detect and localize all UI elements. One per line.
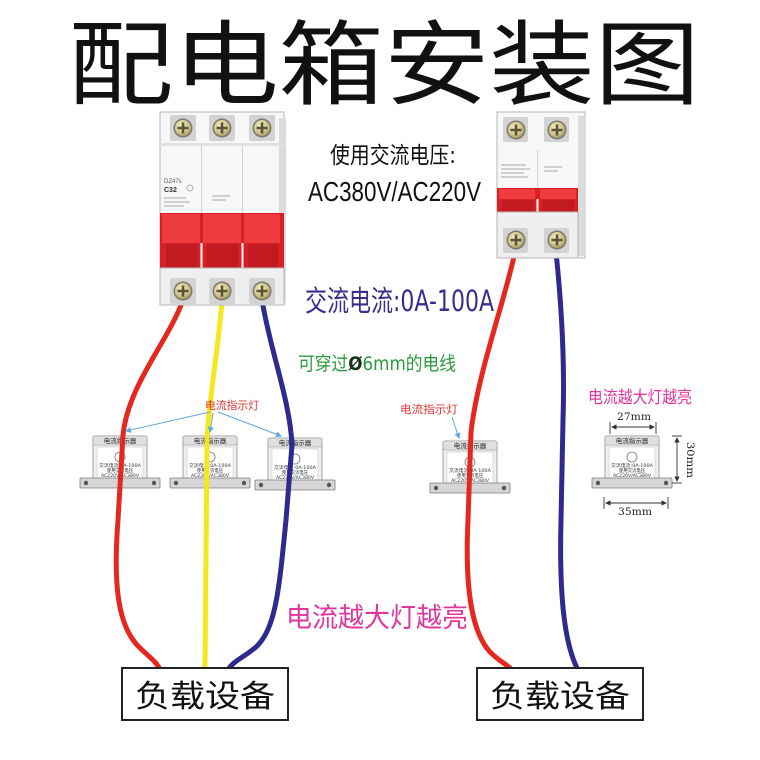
current-range: 交流电流:0A-100A (305, 284, 494, 318)
terminal-screw (173, 118, 193, 138)
certification-mark (186, 184, 194, 192)
breaker-3-pole: DZ47s C32 (159, 111, 286, 306)
indicator-callout-right: 电流指示灯 (400, 402, 461, 439)
dimension-annotations: 27mm 30mm 35mm (603, 412, 695, 518)
breaker-toggle (248, 244, 278, 267)
load-equipment-right: 负载设备 (476, 667, 644, 721)
indicator-base-plate (169, 477, 251, 489)
current-indicator-3: 电流指示器 交流电流:0A-100A 使用交流电压 AC220V/AC380V (254, 437, 336, 491)
indicator-voltage: AC220V/AC380V (613, 473, 652, 479)
indicator-name: 电流指示器 (279, 438, 312, 447)
indicator-range: 交流电流:0A-100A (189, 462, 232, 469)
voltage-label: 使用交流电压: (330, 143, 456, 169)
breaker-toggle (166, 244, 197, 267)
breaker-rating: C32 (164, 187, 177, 194)
callout-arrow (207, 412, 214, 433)
breaker-toggle (543, 200, 574, 211)
breaker-toggle (207, 244, 238, 267)
brightness-note-large: 电流越大灯越亮 (286, 603, 468, 634)
breaker-2-pole (496, 111, 586, 259)
indicator-name: 电流指示器 (616, 436, 649, 445)
indicator-range: 交流电流:0A-100A (274, 464, 317, 471)
indicator-voltage: AC220V/AC380V (191, 473, 230, 479)
terminal-screw (547, 230, 567, 250)
terminal-screw (252, 281, 272, 301)
indicator-usage: 使用交流电压 (197, 467, 223, 474)
wire-diameter-note: 可穿过Ø6mm的电线 (298, 353, 456, 375)
load-label: 负载设备 (135, 679, 275, 715)
current-indicator-dimension-sample: 电流指示器 交流电流:0A-100A 使用交流电压 AC220V/AC380V (591, 435, 673, 489)
current-indicator-2: 电流指示器 交流电流:0A-100A 使用交流电压 AC220V/AC380V (169, 435, 251, 489)
indicator-usage: 使用交流电压 (619, 467, 645, 474)
wire-note-suffix: 6mm的电线 (362, 353, 456, 375)
dimension-base-width: 35mm (618, 507, 653, 518)
callout-label: 电流指示灯 (205, 398, 259, 412)
diameter-symbol: Ø (348, 353, 362, 375)
indicator-callout-left: 电流指示灯 (125, 398, 282, 438)
indicator-voltage: AC220V/AC380V (276, 475, 315, 481)
dimension-height: 30mm (684, 442, 695, 479)
wire-note-prefix: 可穿过 (298, 353, 348, 375)
page-title: 配电箱安装图 (68, 12, 700, 119)
callout-arrow (125, 411, 211, 433)
indicator-range: 交流电流:0A-100A (611, 462, 654, 469)
terminal-screw (212, 118, 232, 138)
indicator-base-plate (591, 477, 673, 489)
callout-arrow (217, 411, 282, 438)
load-label: 负载设备 (490, 679, 630, 715)
breaker-toggle (502, 200, 533, 211)
indicator-base-plate (254, 479, 336, 491)
terminal-screw (506, 120, 526, 140)
terminal-screw (252, 118, 272, 138)
terminal-screw (547, 120, 567, 140)
indicator-led (626, 451, 638, 463)
dimension-top-width: 27mm (617, 412, 652, 423)
terminal-screw (506, 230, 526, 250)
left-yellow-wire (202, 297, 225, 673)
terminal-screw (212, 281, 232, 301)
terminal-screw (173, 281, 193, 301)
load-equipment-left: 负载设备 (121, 667, 289, 721)
callout-label: 电流指示灯 (400, 402, 458, 416)
right-navy-wire (553, 249, 581, 673)
left-navy-wire (225, 297, 295, 673)
voltage-value: AC380V/AC220V (308, 176, 481, 207)
callout-arrow (451, 416, 461, 439)
right-red-wire (464, 249, 518, 673)
indicator-usage: 使用交流电压 (282, 469, 308, 476)
left-red-wire (113, 297, 186, 673)
brightness-note-small: 电流越大灯越亮 (588, 388, 692, 408)
indicator-name: 电流指示器 (194, 436, 227, 445)
breaker-model: DZ47s (164, 179, 182, 185)
